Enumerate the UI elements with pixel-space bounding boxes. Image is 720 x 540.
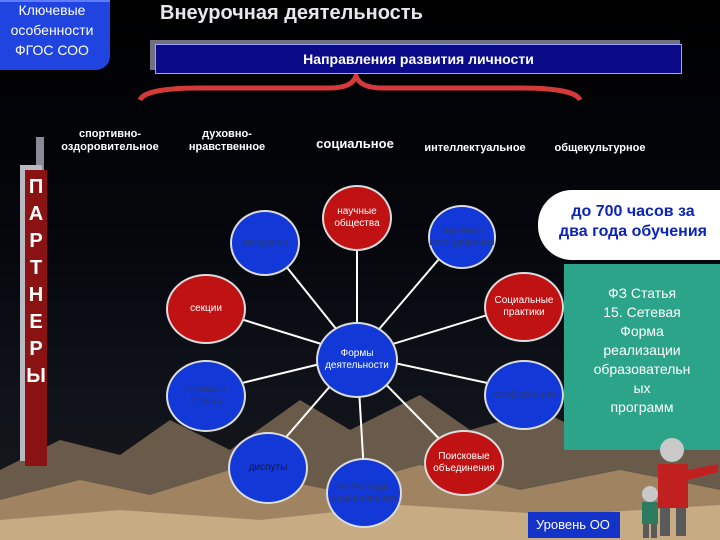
branch-line: оздоровительное (61, 141, 159, 153)
circle-text: научные (442, 225, 482, 236)
partners-letter: Т (29, 257, 43, 279)
circle-text: общества (334, 218, 380, 229)
circle-text: объединения (433, 463, 495, 474)
branch-line: интеллектуальное (424, 142, 526, 154)
circle-text: секции (190, 303, 222, 314)
branch-line: нравственное (188, 141, 266, 153)
partners-letter: А (28, 203, 44, 225)
law-line: 15. Сетевая (603, 304, 681, 320)
partners-letter: Е (29, 311, 43, 333)
branch-line: духовно- (202, 128, 252, 140)
circle-text: деятельности (325, 360, 389, 371)
branch-line: спортивно- (79, 128, 141, 140)
law-line: программ (610, 399, 674, 415)
hours-line: два года обучения (558, 223, 707, 240)
branch-line: социальное (316, 136, 394, 151)
circle-debates: диспуты (228, 432, 308, 504)
branch-cultural: общекультурное (544, 142, 656, 155)
circle-sections: секции (166, 274, 246, 344)
circle-text: практики (503, 307, 545, 318)
circle-text: студии (190, 396, 222, 407)
key-features-line: ФГОС СОО (15, 42, 89, 58)
circle-text: кружки и (186, 384, 226, 395)
circle-text: конференции (492, 389, 556, 400)
businessman-figure (642, 438, 718, 538)
circle-excursions: экскурсии (230, 210, 300, 276)
partners-letter: Ы (26, 365, 46, 387)
branch-sport: спортивно- оздоровительное (50, 128, 170, 154)
partners-column: П А Р Т Н Е Р Ы (25, 170, 47, 466)
law-line: Форма (620, 323, 664, 339)
level-label: Уровень ОО (528, 512, 620, 538)
circle-text: научные (337, 206, 377, 217)
branch-social: социальное (300, 137, 410, 150)
circle-text: Социальные (494, 295, 554, 306)
partners-letter: Н (28, 284, 44, 306)
circle-text: экскурсии (242, 237, 288, 248)
law-line: ых (633, 380, 651, 396)
partners-letter: Р (29, 338, 43, 360)
circle-text: соревнования (331, 493, 397, 504)
circle-text: исследования (429, 237, 495, 248)
circle-conferences: конференции (484, 360, 564, 430)
law-line: реализации (603, 342, 681, 358)
page-title: Внеурочная деятельность (160, 2, 423, 24)
circle-text: Формы (340, 348, 374, 359)
directions-header: Направления развития личности (155, 44, 682, 74)
key-features-box: Ключевые особенности ФГОС СОО (0, 0, 110, 70)
circle-text: диспуты (248, 462, 288, 473)
hours-callout: до 700 часов за два года обучения (538, 190, 720, 260)
key-features-line: Ключевые (18, 2, 86, 18)
law-callout: ФЗ Статья 15. Сетевая Форма реализации о… (564, 264, 720, 450)
law-line: ФЗ Статья (607, 285, 677, 301)
circle-text: олимпиады (337, 481, 391, 492)
branch-spiritual: духовно- нравственное (172, 128, 282, 154)
branch-intellectual: интеллектуальное (416, 142, 534, 155)
hours-line: до 700 часов за (571, 203, 695, 220)
circle-text: Поисковые (438, 451, 490, 462)
partners-letter: Р (29, 230, 43, 252)
partners-letter: П (28, 176, 44, 198)
law-line: образовательн (593, 361, 691, 377)
key-features-line: особенности (10, 22, 94, 38)
branch-line: общекультурное (554, 142, 646, 154)
